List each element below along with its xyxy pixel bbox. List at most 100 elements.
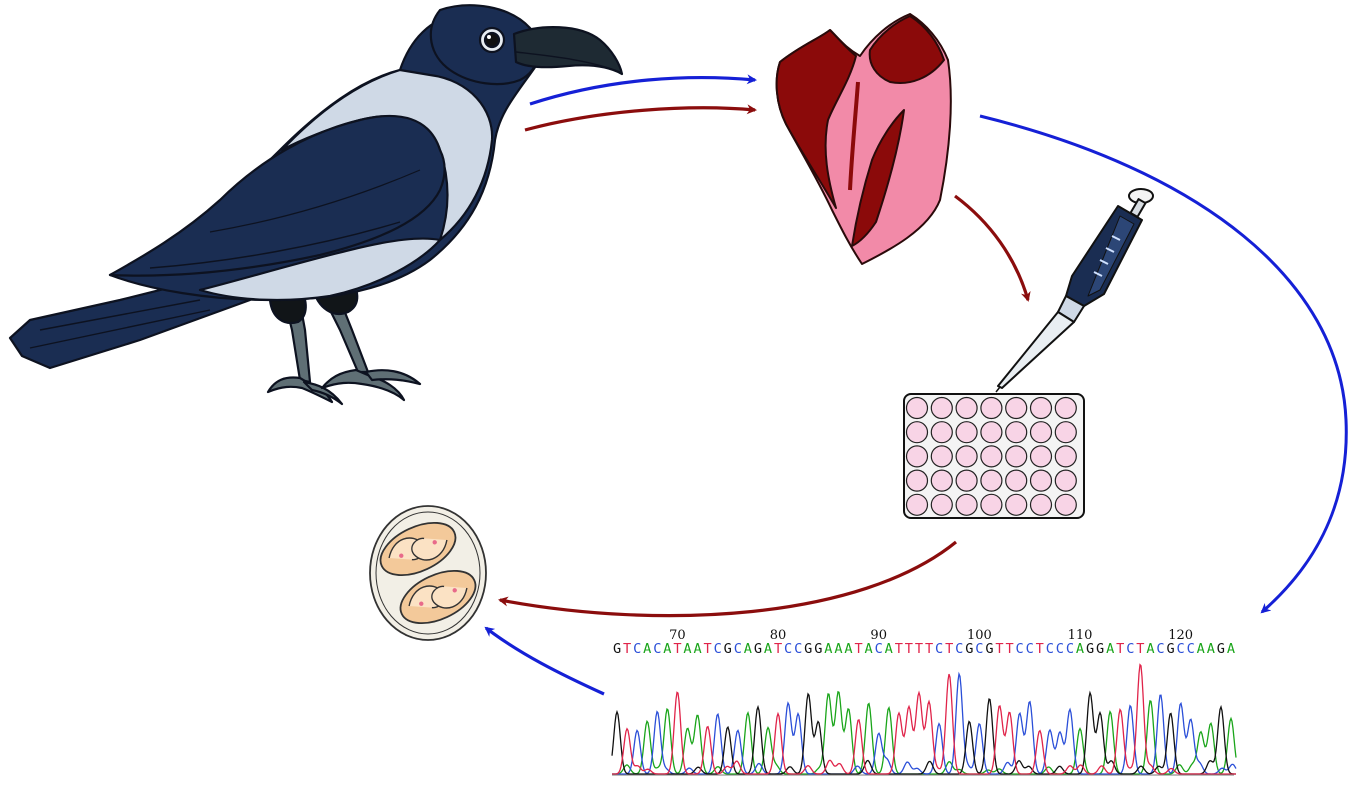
base-letter: T (1136, 641, 1144, 657)
trace-T (612, 663, 1236, 775)
base-letter: A (824, 641, 832, 657)
well (930, 421, 953, 444)
well (980, 396, 1003, 420)
base-letter: A (764, 641, 772, 657)
base-letter: A (834, 641, 842, 657)
well (1029, 493, 1053, 516)
well (930, 493, 953, 516)
base-letter: C (1026, 641, 1034, 657)
base-letter: T (895, 641, 903, 657)
base-letter: C (734, 641, 742, 657)
arrow-blue-sequencing-to-oocyst (484, 626, 605, 696)
well (955, 493, 978, 516)
base-letter: T (945, 641, 953, 657)
well (1005, 445, 1028, 468)
base-letter: A (1227, 641, 1235, 657)
trace-C (612, 671, 1237, 775)
base-letter: A (1076, 641, 1084, 657)
base-letter: A (844, 641, 852, 657)
well (930, 396, 953, 420)
base-letter: T (915, 641, 923, 657)
arrow-red-crow-to-heart (524, 104, 757, 132)
base-letter: T (905, 641, 913, 657)
base-letter: A (1207, 641, 1215, 657)
base-letter: T (673, 641, 681, 657)
well (1005, 396, 1028, 420)
base-letter: A (1106, 641, 1114, 657)
base-letter: C (633, 641, 641, 657)
base-letter: G (613, 641, 621, 657)
well (980, 445, 1003, 468)
well (980, 469, 1003, 492)
base-letter: G (754, 641, 762, 657)
well (1054, 493, 1077, 516)
position-label: 90 (870, 628, 887, 643)
well (980, 493, 1003, 516)
base-letter: T (1036, 641, 1044, 657)
oocyst-icon (369, 505, 487, 641)
arrow-blue-heart-to-sequencing (979, 114, 1348, 614)
base-letter: C (1156, 641, 1164, 657)
base-letter: T (854, 641, 862, 657)
well (955, 469, 978, 492)
base-letter: C (1177, 641, 1185, 657)
base-letter: C (714, 641, 722, 657)
well (905, 396, 929, 420)
well (1029, 421, 1053, 444)
position-label: 110 (1068, 628, 1093, 643)
well (1054, 445, 1077, 468)
position-labels: 70 80 90 100 110 120 (669, 628, 1193, 643)
base-letter: C (653, 641, 661, 657)
well (1054, 421, 1077, 444)
base-letter: G (985, 641, 993, 657)
base-letter: T (774, 641, 782, 657)
well (955, 396, 978, 420)
base-letter: G (1086, 641, 1094, 657)
position-label: 80 (770, 628, 787, 643)
well (955, 445, 978, 468)
base-letter: C (975, 641, 983, 657)
well (930, 469, 953, 492)
well (1029, 469, 1053, 492)
well (905, 445, 929, 468)
well (1054, 396, 1077, 420)
well (980, 421, 1003, 444)
base-letter: G (965, 641, 973, 657)
base-letter: C (935, 641, 943, 657)
base-letter: C (1126, 641, 1134, 657)
arrow-red-pcr-to-oocyst (498, 540, 958, 618)
base-letter: C (1016, 641, 1024, 657)
well (1029, 445, 1053, 468)
position-label: 100 (967, 628, 992, 643)
base-letter: G (814, 641, 822, 657)
base-letter: G (1217, 641, 1225, 657)
base-letter: C (1056, 641, 1064, 657)
base-letter: A (693, 641, 701, 657)
well (1029, 396, 1053, 420)
heart-tissue-icon (775, 13, 952, 265)
base-letter: T (704, 641, 712, 657)
base-letter: C (1066, 641, 1074, 657)
base-letter: G (724, 641, 732, 657)
well (930, 445, 953, 468)
base-letter: A (1146, 641, 1154, 657)
base-letter: T (1005, 641, 1013, 657)
base-letter: C (1046, 641, 1054, 657)
well-plate-icon (903, 393, 1085, 519)
position-label: 120 (1168, 628, 1193, 643)
base-letter: T (1116, 641, 1124, 657)
well (905, 469, 929, 492)
well (1005, 469, 1028, 492)
base-letter: T (995, 641, 1003, 657)
position-label: 70 (669, 628, 686, 643)
base-letter: A (683, 641, 691, 657)
base-letter: A (865, 641, 873, 657)
base-letter: G (1166, 641, 1174, 657)
arrow-red-heart-to-pcr (954, 194, 1031, 302)
well (1005, 493, 1028, 516)
base-letter: A (1197, 641, 1205, 657)
